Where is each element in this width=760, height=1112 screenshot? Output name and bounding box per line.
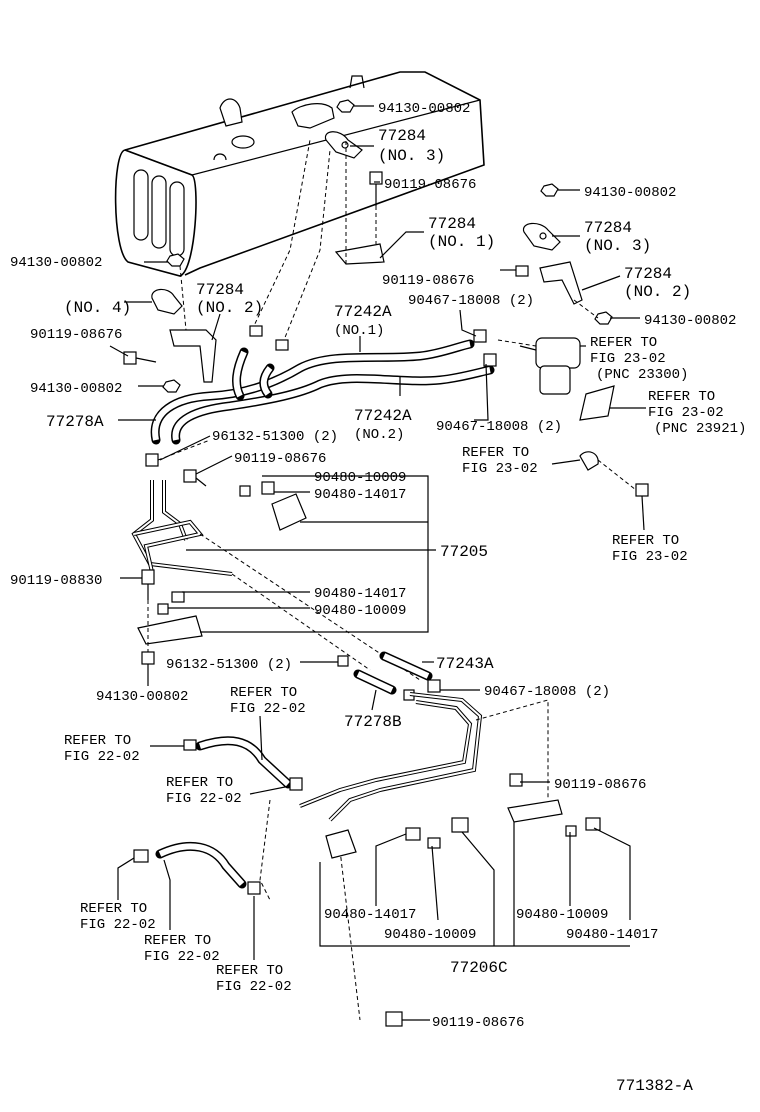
- bracket-lower-left: [137, 600, 203, 665]
- label: REFER TO: [216, 963, 283, 979]
- label: 94130-00802: [644, 313, 736, 329]
- clamp-77284-no4: [151, 288, 183, 315]
- label: 90480-14017: [314, 487, 406, 503]
- label: 77278A: [46, 413, 104, 431]
- label: 77284: [624, 265, 672, 283]
- nut-94130-00802-top: [336, 99, 355, 113]
- label: 90480-14017: [324, 907, 416, 923]
- label: FIG 23-02: [648, 405, 724, 421]
- bolt-90119-08676-mid: [183, 469, 207, 487]
- label: (NO. 3): [378, 147, 445, 165]
- label: 94130-00802: [378, 101, 470, 117]
- label: REFER TO: [612, 533, 679, 549]
- diagram-id: 771382-A: [616, 1077, 693, 1095]
- label: 90119-08676: [30, 327, 122, 343]
- label: 77278B: [344, 713, 402, 731]
- label: 94130-00802: [30, 381, 122, 397]
- label: 94130-00802: [96, 689, 188, 705]
- hose-77243a: [379, 651, 433, 681]
- label: 90480-10009: [314, 603, 406, 619]
- bracket-77284-no1: [334, 140, 385, 265]
- label: 77243A: [436, 655, 494, 673]
- label: 90480-14017: [566, 927, 658, 943]
- label: 77284: [378, 127, 426, 145]
- label: 96132-51300 (2): [212, 429, 338, 445]
- bolt-90119-08676-left: [123, 351, 157, 365]
- label: 94130-00802: [10, 255, 102, 271]
- label: 90467-18008 (2): [436, 419, 562, 435]
- label: 90119-08676: [234, 451, 326, 467]
- grommets-mid-lower: [157, 591, 185, 615]
- label: 77242A: [334, 303, 392, 321]
- label: FIG 23-02: [590, 351, 666, 367]
- bracket-77284-no2-right: [515, 261, 613, 325]
- fuel-tube-77206c: [259, 692, 549, 1021]
- label: (NO. 1): [428, 233, 495, 251]
- label: 90119-08676: [384, 177, 476, 193]
- clamp-77284-no3-right: [522, 222, 561, 251]
- nut-94130-00802-left: [166, 253, 185, 267]
- label: 90119-08676: [432, 1015, 524, 1031]
- label: REFER TO: [230, 685, 297, 701]
- label: REFER TO: [648, 389, 715, 405]
- label: (NO. 3): [584, 237, 651, 255]
- label: 90119-08676: [554, 777, 646, 793]
- label: 77284: [428, 215, 476, 233]
- label: (NO. 4): [64, 299, 131, 317]
- label: 77205: [440, 543, 488, 561]
- label: 90119-08830: [10, 573, 102, 589]
- clamp-77284-no3-upper: [324, 131, 363, 159]
- label: REFER TO: [80, 901, 147, 917]
- label: (NO.1): [334, 323, 384, 339]
- hose-77278b: [337, 655, 441, 701]
- label: (NO.2): [354, 427, 404, 443]
- leader-lines: [109, 105, 646, 1021]
- bolt-90119-08830: [141, 569, 155, 600]
- label: FIG 22-02: [144, 949, 220, 965]
- nut-94130-00802-right-top: [540, 183, 559, 197]
- label: 90480-10009: [384, 927, 476, 943]
- label: REFER TO: [64, 733, 131, 749]
- label: 90119-08676: [382, 273, 474, 289]
- bracket-77284-no2-left: [169, 265, 217, 383]
- label: 90467-18008 (2): [484, 684, 610, 700]
- label: 96132-51300 (2): [166, 657, 292, 673]
- label: FIG 22-02: [64, 749, 140, 765]
- label: 77242A: [354, 407, 412, 425]
- label: 90480-14017: [314, 586, 406, 602]
- nut-94130-00802-left-lower: [162, 379, 181, 393]
- label: (NO. 2): [624, 283, 691, 301]
- label: 90467-18008 (2): [408, 293, 534, 309]
- hose-77242a-no1: [150, 325, 497, 445]
- label: REFER TO: [144, 933, 211, 949]
- label: REFER TO: [590, 335, 657, 351]
- fuel-filter-assembly: [497, 337, 649, 497]
- lower-brackets: [325, 773, 601, 1027]
- label: (NO. 2): [196, 299, 263, 317]
- label: FIG 23-02: [462, 461, 538, 477]
- label: 94130-00802: [584, 185, 676, 201]
- label: FIG 22-02: [166, 791, 242, 807]
- label: REFER TO: [166, 775, 233, 791]
- fuel-tank: [114, 71, 485, 351]
- label: 77284: [196, 281, 244, 299]
- label: 90480-10009: [516, 907, 608, 923]
- refer-hoses-left: [133, 736, 303, 895]
- label: 90480-10009: [314, 470, 406, 486]
- label: (PNC 23921): [654, 421, 746, 437]
- bolt-90119-08676-upper: [369, 171, 383, 206]
- label: (PNC 23300): [596, 367, 688, 383]
- grommets-mid-upper: [239, 481, 307, 531]
- label: FIG 23-02: [612, 549, 688, 565]
- label: 77206C: [450, 959, 508, 977]
- part-labels: 94130-00802 77284 (NO. 3) 90119-08676 94…: [10, 101, 746, 1095]
- label: FIG 22-02: [80, 917, 156, 933]
- label: FIG 22-02: [216, 979, 292, 995]
- label: FIG 22-02: [230, 701, 306, 717]
- label: 77284: [584, 219, 632, 237]
- label: REFER TO: [462, 445, 529, 461]
